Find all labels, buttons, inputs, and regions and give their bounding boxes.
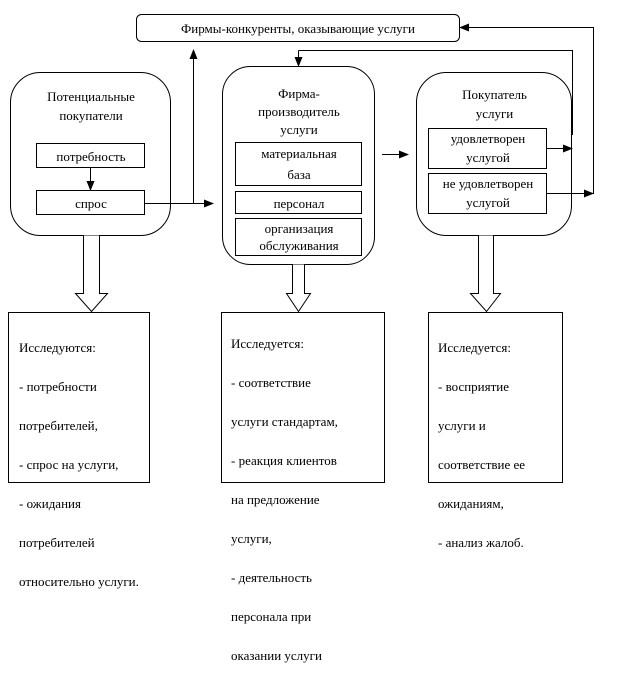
buyer-title-2: услуги: [475, 106, 514, 121]
research-line: - восприятие: [438, 378, 510, 394]
provider-title-2: производитель: [258, 104, 340, 119]
competitors-loop-line: [298, 50, 573, 135]
satisfied-label-2: услугой: [466, 150, 510, 165]
personnel-label: персонал: [273, 195, 325, 211]
block-arrow-middle: [285, 264, 312, 313]
research-box-buyers: [8, 312, 150, 483]
personnel-box: [235, 191, 362, 214]
diagram-canvas: [8, 14, 594, 483]
research-line: потребителей: [19, 534, 95, 550]
material-base-box: [235, 142, 362, 186]
buyer-title-1: Покупатель: [462, 87, 527, 102]
research-box-buyer: [428, 312, 563, 483]
research-text-buyer: Исследуется: - восприятие услуги и соотв…: [438, 318, 525, 572]
material-base-label-1: материальная: [261, 146, 337, 161]
research-line: услуги,: [231, 530, 272, 546]
research-heading: Исследуются:: [19, 339, 96, 355]
potential-buyers-title-2: покупатели: [59, 108, 123, 123]
research-line: - реакция клиентов: [231, 452, 337, 468]
unsatisfied-label-2: услугой: [466, 195, 510, 210]
satisfied-label-1: удовлетворен: [450, 131, 526, 146]
competitors-label: Фирмы-конкуренты, оказывающие услуги: [181, 21, 415, 36]
research-line: на предложение: [231, 491, 320, 507]
research-line: - деятельность: [231, 569, 312, 585]
provider-title-3: услуги: [280, 122, 318, 137]
need-label: потребность: [56, 148, 126, 164]
research-text-buyers: Исследуются: - потребности потребителей,…: [19, 318, 139, 611]
research-line: - анализ жалоб.: [438, 534, 524, 550]
service-organization-label-2: обслуживания: [259, 238, 339, 253]
research-line: услуги и: [438, 417, 486, 433]
demand-label: спрос: [75, 195, 107, 211]
block-arrow-left: [74, 235, 109, 313]
block-arrow-right: [469, 235, 502, 313]
research-line: - соответствие: [231, 374, 311, 390]
unsatisfied-loop-line: [470, 27, 594, 194]
research-line: персонала при: [231, 608, 312, 624]
research-line: относительно услуги.: [19, 573, 139, 589]
research-line: ожиданиям,: [438, 495, 504, 511]
research-heading: Исследуется:: [438, 339, 511, 355]
research-line: оказании услуги: [231, 647, 322, 663]
research-heading: Исследуется:: [231, 335, 304, 351]
unsatisfied-label-1: не удовлетворен: [442, 176, 534, 191]
research-line: - спрос на услуги,: [19, 456, 119, 472]
research-line: соответствие ее: [438, 456, 526, 472]
service-organization-label-1: организация: [264, 221, 334, 236]
research-line: - потребности: [19, 378, 97, 394]
research-line: потребителей,: [19, 417, 98, 433]
research-line: услуги стандартам,: [231, 413, 338, 429]
potential-buyers-title-1: Потенциальные: [47, 89, 135, 104]
research-line: - ожидания: [19, 495, 81, 511]
provider-title-1: Фирма-: [278, 86, 320, 101]
research-box-provider: [221, 312, 385, 483]
research-text-provider: Исследуется: - соответствие услуги станд…: [231, 314, 338, 685]
material-base-label-2: база: [287, 167, 311, 182]
service-organization-box: [235, 218, 362, 256]
